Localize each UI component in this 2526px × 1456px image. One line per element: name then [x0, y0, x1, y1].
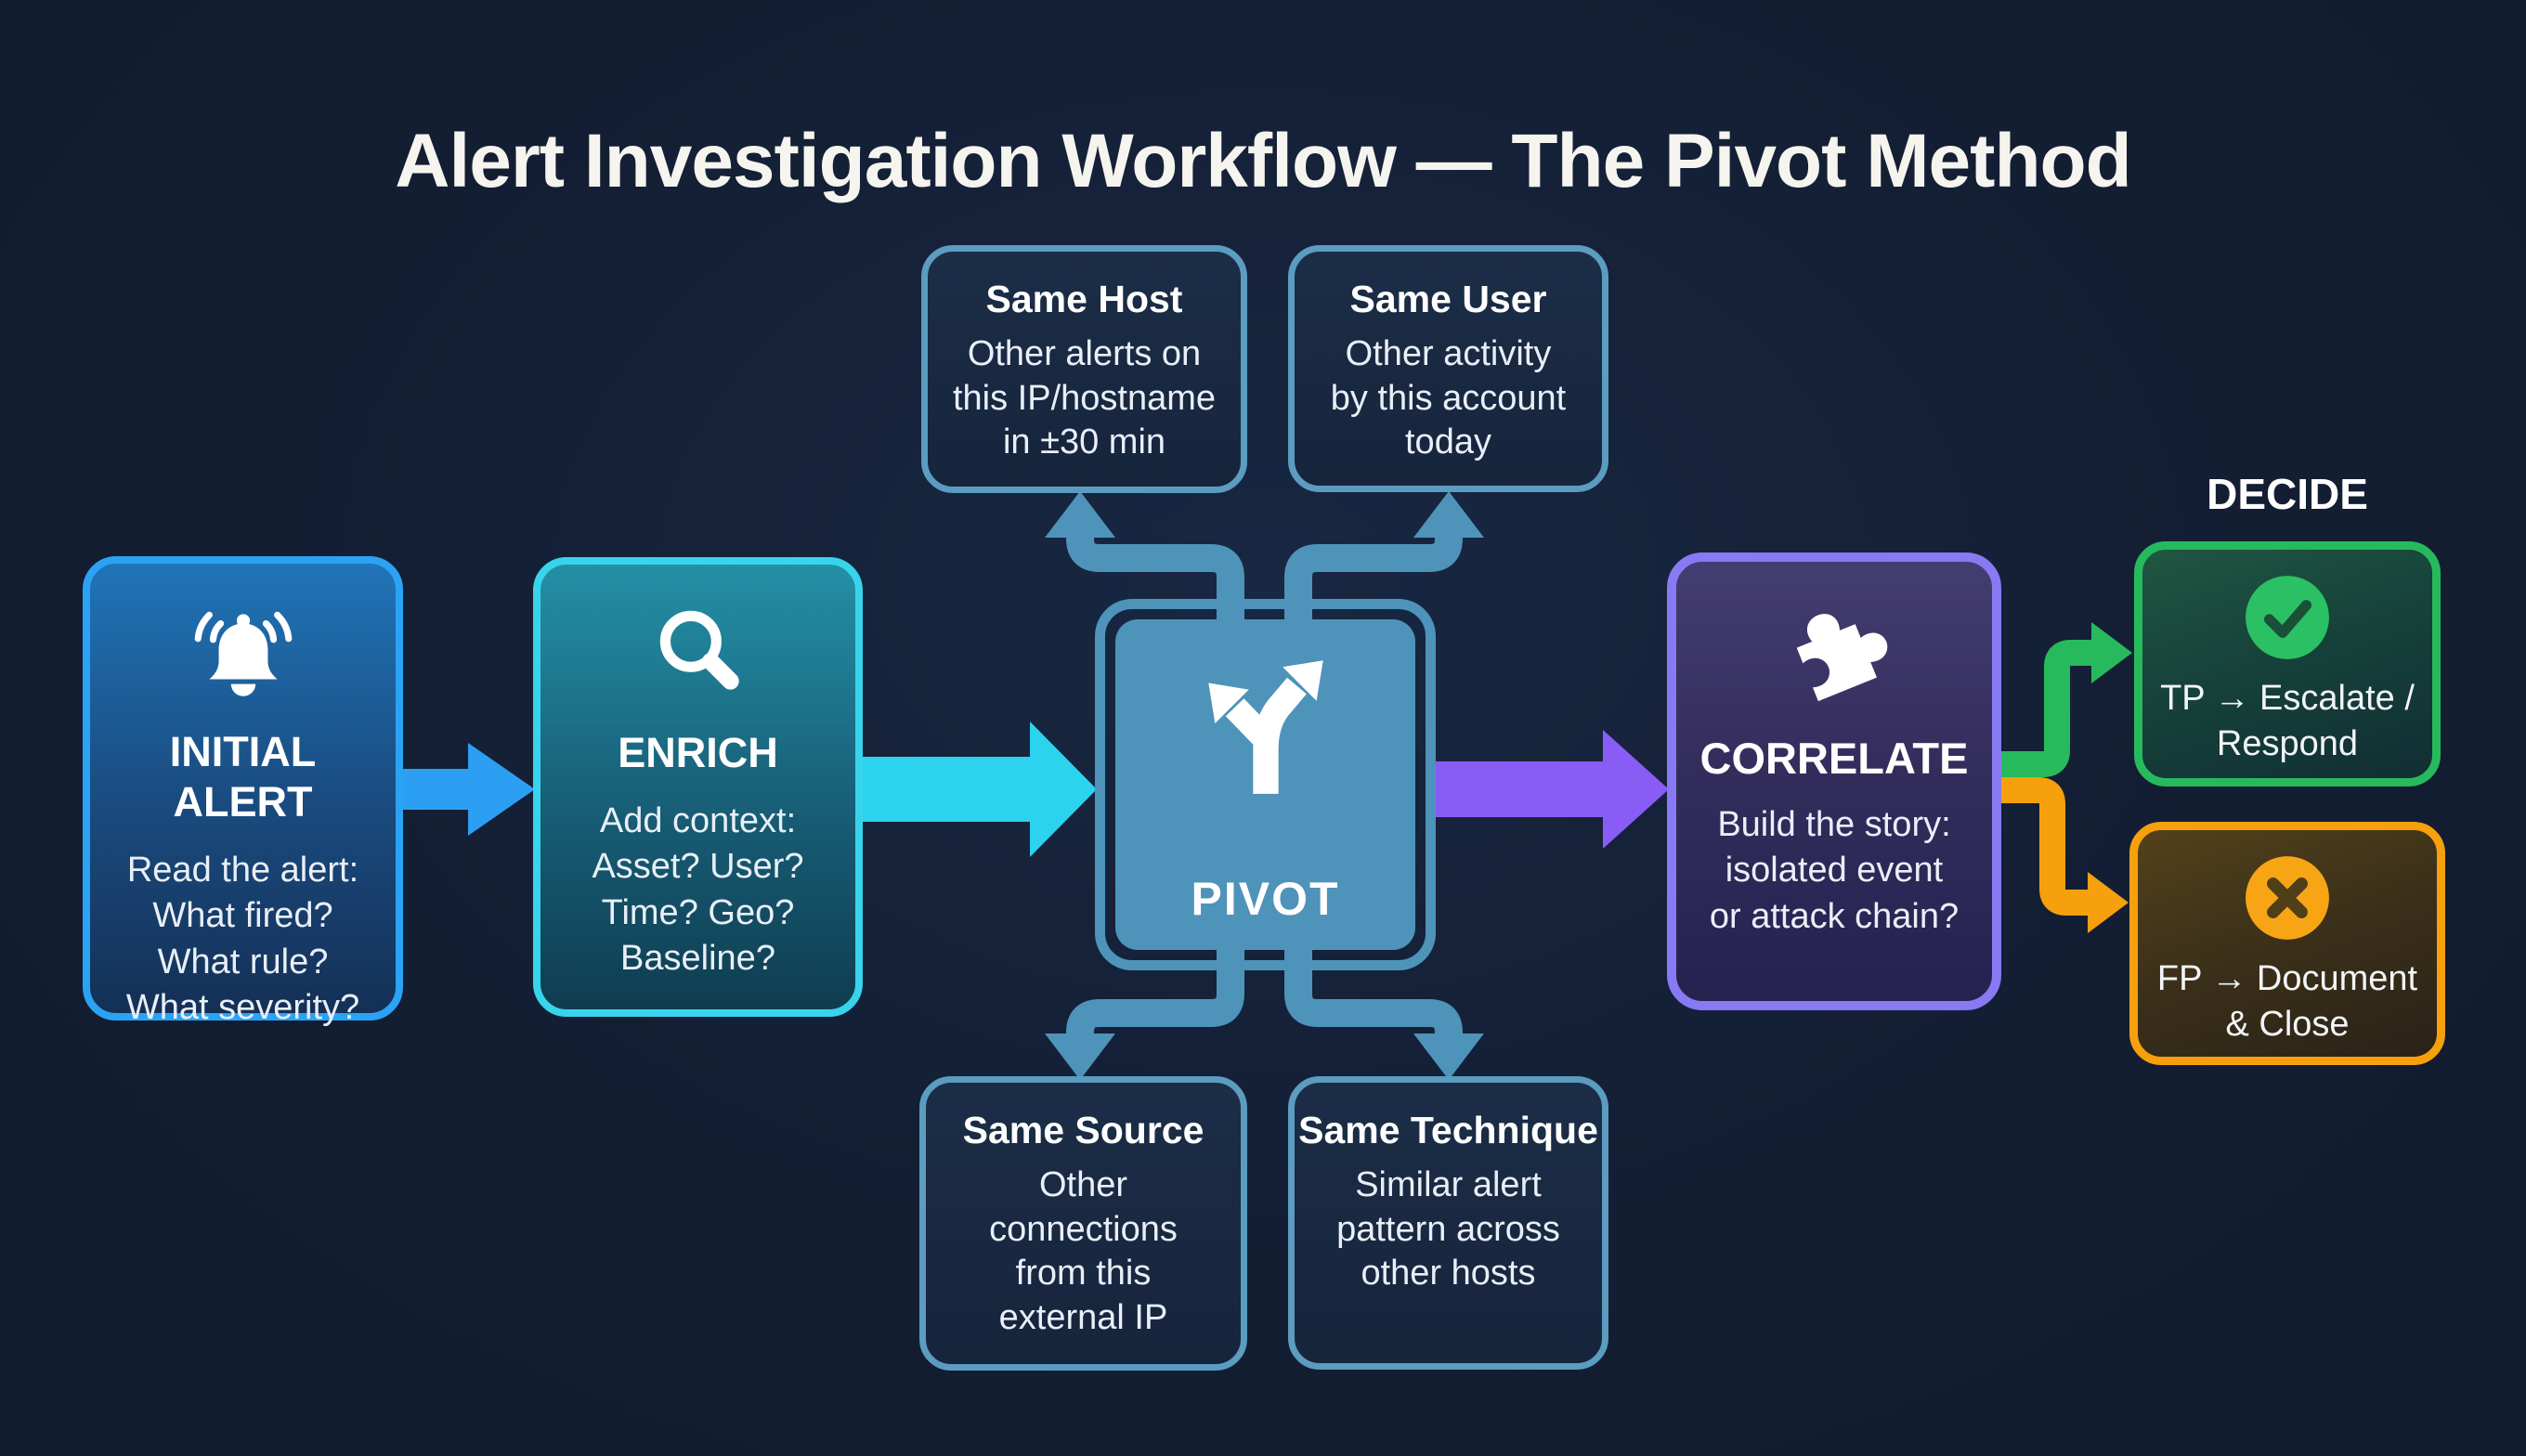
pivot-satellite-pipes [1066, 536, 1463, 1036]
node-enrich: ENRICH Add context: Asset? User? Time? G… [533, 557, 863, 1017]
arrowhead-same-user [1413, 491, 1484, 538]
branch-false-positive [1997, 777, 2129, 933]
flow-arrow-pivot-to-correlate [1432, 730, 1669, 849]
node-correlate: CORRELATE Build the story: isolated even… [1667, 552, 2001, 1010]
x-circle-icon [2246, 856, 2329, 940]
check-circle-icon [2246, 576, 2329, 659]
correlate-title: CORRELATE [1699, 734, 1969, 783]
alert-bell-icon [194, 611, 292, 696]
pivot-title: PIVOT [1191, 873, 1340, 925]
pipe-to-same-technique [1284, 919, 1463, 1036]
node-same-technique: Same Technique Similar alert pattern acr… [1288, 1076, 1608, 1370]
same-user-body: Other activity by this account today [1330, 334, 1567, 462]
pipe-to-same-source [1066, 919, 1244, 1036]
same-source-body: Other connections from this external IP [989, 1165, 1178, 1337]
same-user-title: Same User [1349, 278, 1547, 320]
puzzle-piece-icon [1796, 614, 1888, 702]
decide-label: DECIDE [2207, 470, 2368, 518]
node-false-positive: FP → Document & Close [2129, 822, 2445, 1065]
arrowhead-same-source [1045, 1034, 1115, 1080]
same-technique-body: Similar alert pattern across other hosts [1336, 1165, 1560, 1293]
arrowhead-same-technique [1413, 1034, 1484, 1080]
node-initial-alert: INITIAL ALERT Read the alert: What fired… [83, 556, 403, 1027]
flow-arrow-initial-to-enrich [399, 743, 535, 836]
initial-alert-body: Read the alert: What fired? What rule? W… [125, 851, 360, 1028]
branch-true-positive [1997, 622, 2132, 777]
same-host-title: Same Host [985, 278, 1183, 320]
same-host-body: Other alerts on this IP/hostname in ±30 … [952, 334, 1217, 462]
pipe-to-same-user [1284, 536, 1463, 650]
pipe-to-same-host [1066, 536, 1244, 650]
initial-alert-title: INITIAL ALERT [169, 728, 317, 826]
node-same-user: Same User Other activity by this account… [1288, 245, 1608, 492]
pivot-sign-face: PIVOT [1115, 619, 1415, 950]
flow-arrow-enrich-to-pivot [859, 722, 1097, 857]
node-pivot: PIVOT [1095, 599, 1436, 970]
node-same-source: Same Source Other connections from this … [919, 1076, 1247, 1371]
false-positive-label: FP → Document & Close [2156, 959, 2418, 1045]
true-positive-label: TP → Escalate / Respond [2160, 679, 2415, 764]
same-source-title: Same Source [962, 1109, 1204, 1151]
node-same-host: Same Host Other alerts on this IP/hostna… [921, 245, 1247, 493]
pivot-satellite-arrowheads [1045, 491, 1484, 1080]
correlate-body: Build the story: isolated event or attac… [1709, 805, 1960, 936]
same-technique-title: Same Technique [1298, 1109, 1598, 1151]
magnifier-icon [659, 610, 739, 690]
arrowhead-same-host [1045, 491, 1115, 538]
enrich-title: ENRICH [618, 729, 778, 776]
fork-arrows-icon [1207, 660, 1323, 794]
node-true-positive: TP → Escalate / Respond [2134, 541, 2441, 786]
page-title: Alert Investigation Workflow — The Pivot… [395, 118, 2131, 203]
enrich-body: Add context: Asset? User? Time? Geo? Bas… [592, 801, 804, 979]
